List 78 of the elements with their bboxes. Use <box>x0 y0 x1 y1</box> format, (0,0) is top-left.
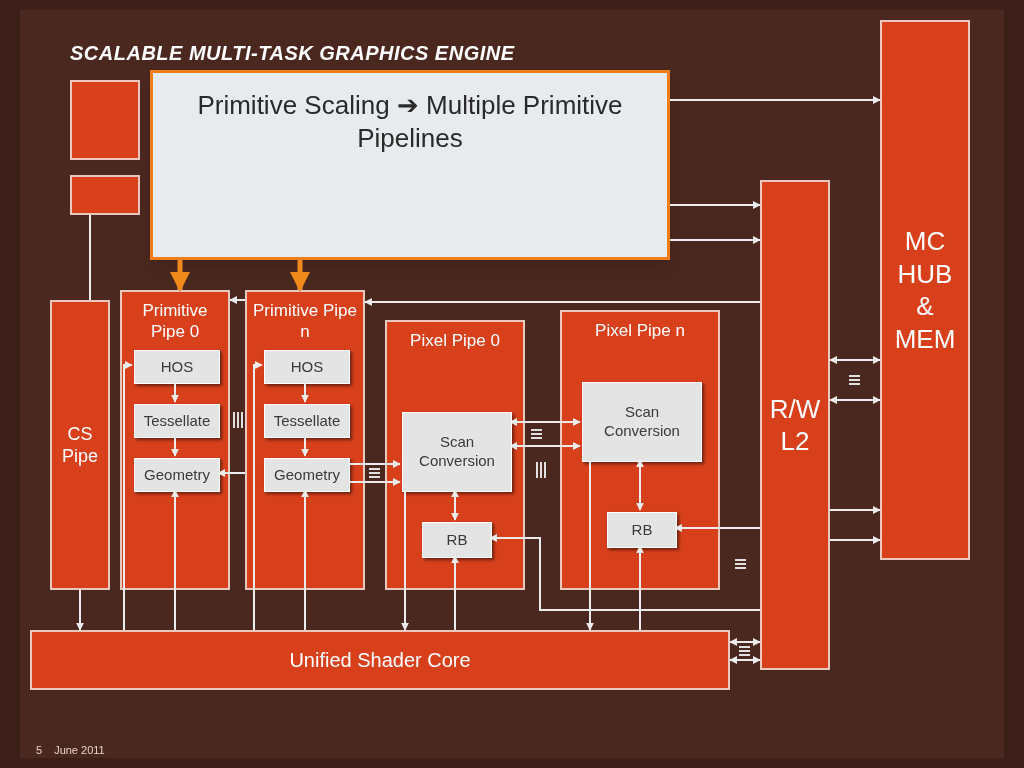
connector-arrow <box>301 435 309 457</box>
connector-arrow <box>669 201 761 209</box>
stage-box <box>422 522 492 558</box>
connector-arrow <box>489 534 761 611</box>
node-label: RB <box>630 520 654 540</box>
connector-arrow <box>451 555 459 631</box>
node-label: R/W L2 <box>768 392 822 458</box>
unit-box <box>120 290 230 590</box>
node-label: Geometry <box>143 465 211 485</box>
connector-arrow <box>123 361 133 631</box>
node-label: Tessellate <box>272 411 342 431</box>
node-label: Tessellate <box>142 411 212 431</box>
connector-arrow <box>669 96 881 104</box>
node-label: CS Pipe <box>61 422 99 468</box>
stage-box <box>264 458 350 492</box>
connector-arrow <box>636 459 644 511</box>
node-label: MC HUB & MEM <box>893 225 957 355</box>
slide-title: SCALABLE MULTI-TASK GRAPHICS ENGINE <box>70 41 515 66</box>
connector-arrow <box>674 524 761 532</box>
stage-box <box>402 412 512 492</box>
connector-arrow <box>451 489 459 521</box>
footer-text: June 2011 <box>54 743 105 758</box>
stage-box <box>134 458 220 492</box>
stage-box <box>264 404 350 438</box>
connector-arrow <box>729 638 761 646</box>
connector-arrow <box>290 260 310 292</box>
block <box>70 175 140 215</box>
connector-arrow <box>301 381 309 403</box>
stage-box <box>134 404 220 438</box>
connector-arrow <box>669 236 761 244</box>
core-bar <box>30 630 730 690</box>
node-label: Unified Shader Core <box>289 647 471 673</box>
connector-arrow <box>253 361 263 631</box>
stage-box <box>134 350 220 384</box>
connector-arrow <box>509 442 581 450</box>
node-label: HOS <box>289 357 325 377</box>
unit-box <box>245 290 365 590</box>
connector-arrow <box>229 296 246 304</box>
unit-box <box>385 320 525 590</box>
stage-box <box>582 382 702 462</box>
connector-arrow <box>636 545 644 631</box>
connector-arrow <box>171 489 179 631</box>
node-label: Scan Conversion <box>418 433 496 471</box>
connector-arrow <box>829 396 881 404</box>
footer-text: 5 <box>36 743 43 758</box>
stage-box <box>607 512 677 548</box>
connector-arrow <box>347 460 401 468</box>
connector-arrow <box>217 469 246 477</box>
unit-title: Pixel Pipe 0 <box>409 330 501 352</box>
connector-arrow <box>829 536 881 544</box>
connector-arrow <box>829 356 881 364</box>
node-label: Geometry <box>273 465 341 485</box>
unit-box <box>560 310 720 590</box>
unit-title: Primitive Pipe n <box>252 300 358 343</box>
connector-arrow <box>729 656 761 664</box>
connector-arrow <box>401 489 409 631</box>
unit-box <box>880 20 970 560</box>
node-label: Primitive Scaling ➔ Multiple Primitive Pipelines <box>196 89 624 154</box>
unit-box <box>760 180 830 670</box>
stage-box <box>264 350 350 384</box>
node-label: Scan Conversion <box>603 403 681 441</box>
connector-arrow <box>364 298 761 306</box>
connector-arrow <box>509 418 581 426</box>
connector-arrow <box>301 489 309 631</box>
connector-arrow <box>171 435 179 457</box>
unit-title: Pixel Pipe n <box>594 320 686 342</box>
connector-arrow <box>171 381 179 403</box>
connector-arrow <box>170 260 190 292</box>
node-label: HOS <box>159 357 195 377</box>
connector-arrow <box>76 589 84 631</box>
connector-arrow <box>586 459 594 631</box>
callout-box <box>150 70 670 260</box>
connector-arrow <box>347 478 401 486</box>
unit-title: Primitive Pipe 0 <box>141 300 209 343</box>
unit-box <box>50 300 110 590</box>
node-label: RB <box>445 530 469 550</box>
connector-arrow <box>829 506 881 514</box>
block <box>70 80 140 160</box>
